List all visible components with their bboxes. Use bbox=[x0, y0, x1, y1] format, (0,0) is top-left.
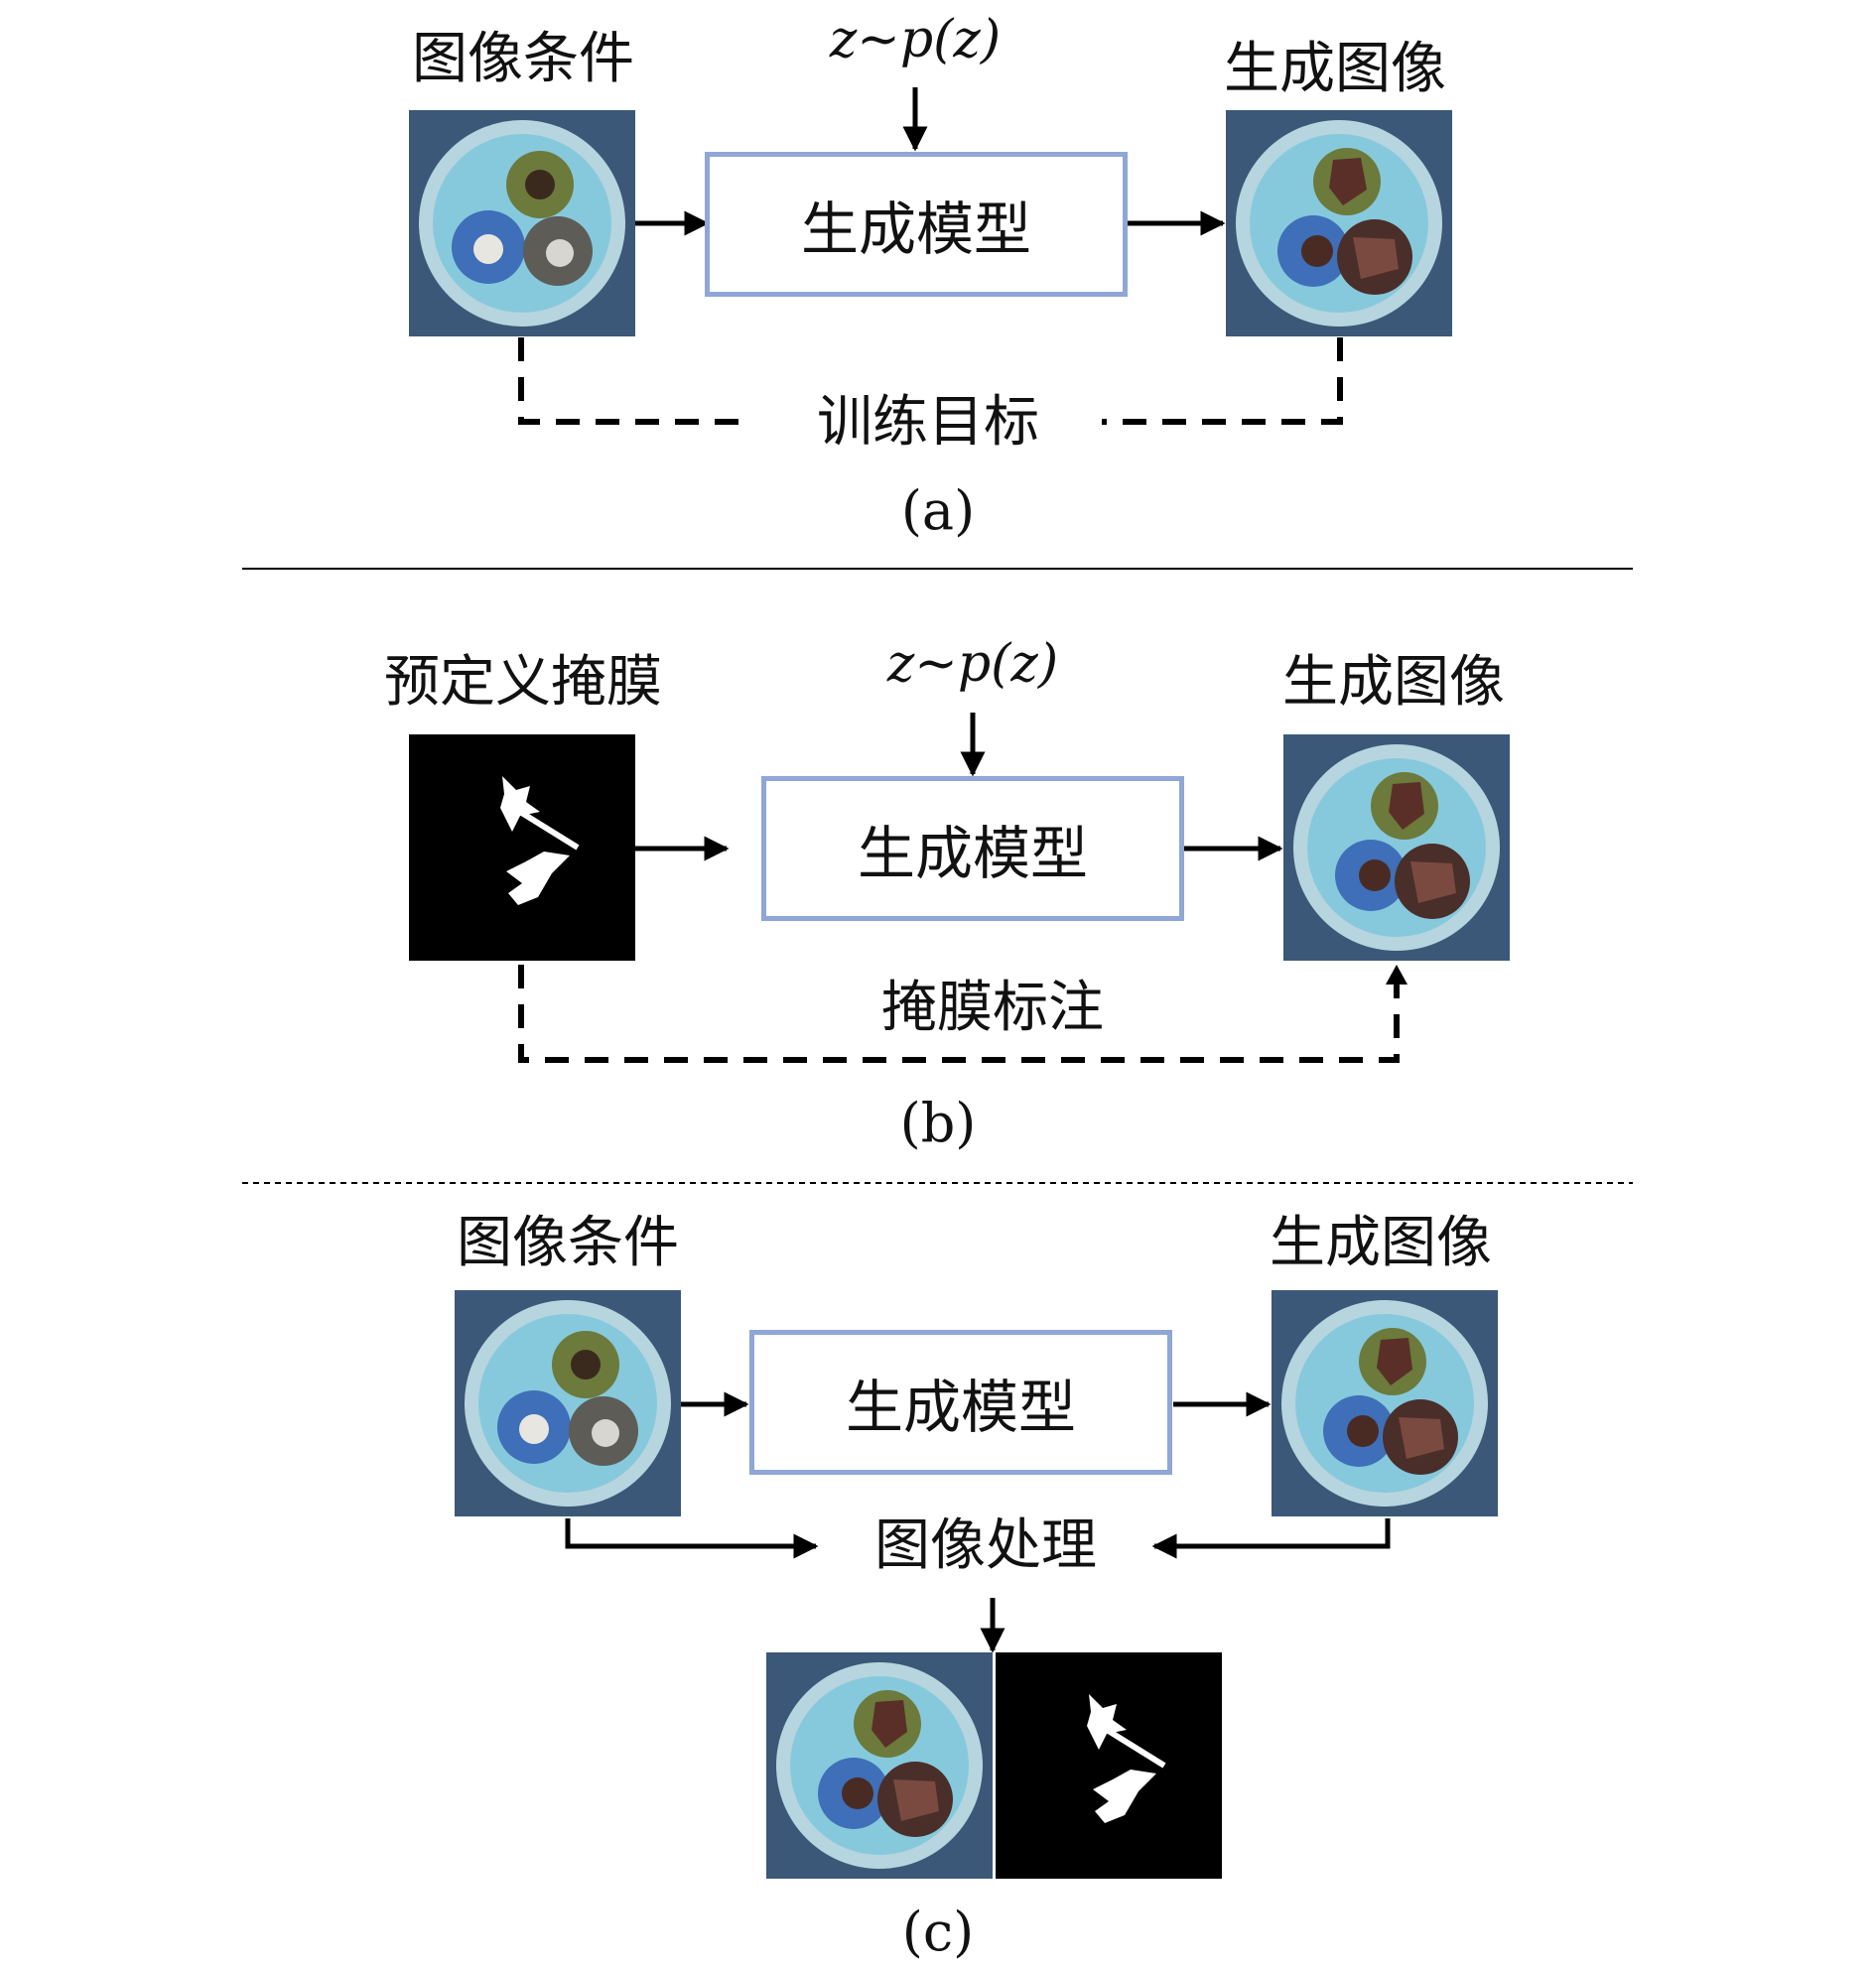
panel-c-result-cable-image bbox=[766, 1652, 993, 1879]
panel-c-input-label: 图像条件 bbox=[457, 1211, 679, 1275]
panel-b-predefined-mask-image bbox=[409, 734, 635, 961]
panel-c-result-mask-image bbox=[996, 1652, 1222, 1879]
arrow-c-output-to-process bbox=[1151, 1518, 1391, 1559]
annotation-arrowhead bbox=[1386, 965, 1407, 985]
panel-b-model-label: 生成模型 bbox=[857, 820, 1088, 887]
panel-c-caption: (c) bbox=[901, 1901, 975, 1963]
panel-a-output-label: 生成图像 bbox=[1224, 37, 1446, 101]
panel-c-model-label: 生成模型 bbox=[845, 1374, 1076, 1441]
panel-a-caption: (a) bbox=[900, 479, 976, 542]
panel-b-output-label: 生成图像 bbox=[1282, 650, 1505, 715]
panel-c-model-box: 生成模型 bbox=[749, 1330, 1172, 1475]
panel-b-generated-cable-image bbox=[1283, 734, 1510, 961]
panel-a-model-label: 生成模型 bbox=[800, 196, 1031, 263]
panel-a-input-label: 图像条件 bbox=[412, 27, 634, 91]
objective-dashed-line-right bbox=[1102, 337, 1343, 425]
panel-b-annotation-label: 掩膜标注 bbox=[881, 976, 1104, 1040]
panel-a-objective-label: 训练目标 bbox=[817, 390, 1039, 455]
panel-b-model-box: 生成模型 bbox=[761, 776, 1184, 921]
panel-a-generated-cable-image bbox=[1226, 110, 1452, 336]
panel-c-input-cable-image bbox=[455, 1290, 681, 1516]
panel-b-noise-formula: z~p(z) bbox=[886, 634, 1059, 694]
panel-c-output-label: 生成图像 bbox=[1270, 1211, 1492, 1275]
panel-a-noise-formula: z~p(z) bbox=[829, 10, 1002, 69]
panel-b-caption: (b) bbox=[899, 1092, 977, 1154]
objective-dashed-line-left bbox=[518, 337, 754, 425]
panel-c-generated-cable-image bbox=[1272, 1290, 1498, 1516]
annotation-dashed-line bbox=[518, 965, 1400, 1063]
panel-c-process-label: 图像处理 bbox=[874, 1513, 1097, 1578]
arrow-c-input-to-process bbox=[565, 1518, 819, 1559]
panel-a-model-box: 生成模型 bbox=[705, 152, 1128, 297]
panel-a-input-cable-image bbox=[409, 110, 635, 336]
panel-b-input-label: 预定义掩膜 bbox=[384, 650, 662, 715]
